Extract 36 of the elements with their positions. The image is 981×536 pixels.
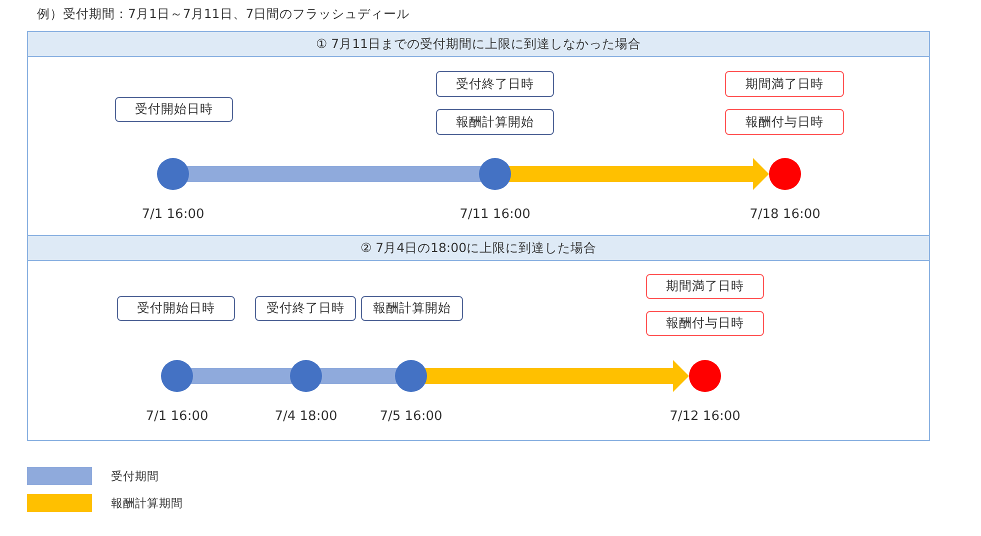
milestone-label: 受付開始日時 xyxy=(117,296,235,321)
case-panel xyxy=(27,31,930,236)
timeline-dot-icon xyxy=(395,360,427,392)
milestone-label: 期間満了日時 xyxy=(725,71,844,97)
panel-header: ② 7月4日の18:00に上限に到達した場合 xyxy=(28,236,929,261)
milestone-label: 報酬計算開始 xyxy=(436,109,554,135)
timeline-dot-icon xyxy=(161,360,193,392)
title: 例）受付期間：7月1日～7月11日、7日間のフラッシュディール xyxy=(37,6,410,22)
date-label: 7/1 16:00 xyxy=(146,409,208,425)
milestone-label: 受付開始日時 xyxy=(115,97,233,122)
milestone-label: 期間満了日時 xyxy=(646,274,764,299)
legend-label: 報酬計算期間 xyxy=(111,496,183,510)
timeline-dot-icon xyxy=(689,360,721,392)
milestone-label: 受付終了日時 xyxy=(255,296,356,321)
legend-label: 受付期間 xyxy=(111,469,159,483)
timeline-arrow xyxy=(425,360,689,392)
timeline-dot-icon xyxy=(479,158,511,190)
case-panel xyxy=(27,235,930,441)
milestone-label: 報酬計算開始 xyxy=(361,296,463,321)
date-label: 7/1 16:00 xyxy=(142,207,204,223)
date-label: 7/11 16:00 xyxy=(460,207,530,223)
timeline-dot-icon xyxy=(769,158,801,190)
milestone-label: 受付終了日時 xyxy=(436,71,554,97)
timeline-bar xyxy=(320,368,397,384)
timeline-bar xyxy=(191,368,292,384)
date-label: 7/5 16:00 xyxy=(380,409,442,425)
date-label: 7/12 16:00 xyxy=(670,409,740,425)
panel-header: ① 7月11日までの受付期間に上限に到達しなかった場合 xyxy=(28,32,929,57)
timeline-dot-icon xyxy=(290,360,322,392)
date-label: 7/4 18:00 xyxy=(274,409,338,425)
timeline-bar xyxy=(187,166,481,182)
milestone-label: 報酬付与日時 xyxy=(725,109,844,135)
timeline-arrow xyxy=(509,158,769,190)
timeline-dot-icon xyxy=(157,158,189,190)
milestone-label: 報酬付与日時 xyxy=(646,311,764,336)
date-label: 7/18 16:00 xyxy=(750,207,820,223)
